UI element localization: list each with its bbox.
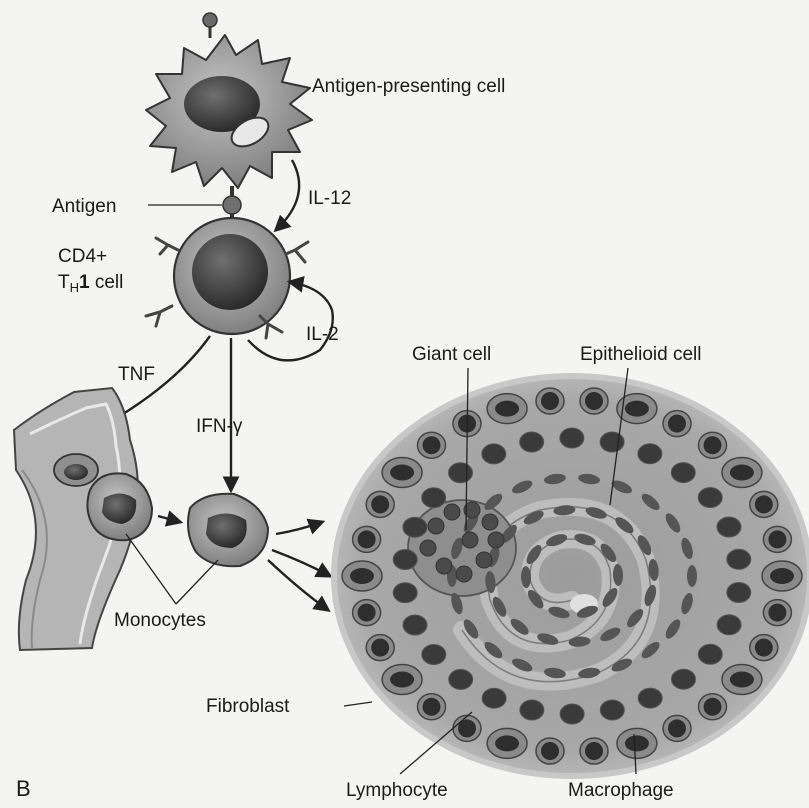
label-cd4-line1: CD4+ xyxy=(58,246,107,267)
giant-cell-nucleus xyxy=(420,540,436,556)
cell-nucleus xyxy=(358,604,376,622)
cell-nucleus xyxy=(668,719,686,737)
lymphocyte-cell xyxy=(698,488,722,508)
lymphocyte-cell xyxy=(393,550,417,570)
cell-nucleus xyxy=(371,495,389,513)
antigen-presenting-cell xyxy=(146,13,312,198)
cell-nucleus xyxy=(704,436,722,454)
cell-nucleus xyxy=(768,604,786,622)
label-antigen: Antigen xyxy=(52,196,116,217)
lymphocyte-cell xyxy=(638,444,662,464)
antigen-dot xyxy=(223,196,241,214)
apc-top-antigen xyxy=(203,13,217,27)
lymphocyte-cell xyxy=(403,517,427,537)
cell-nucleus xyxy=(770,568,794,584)
monocyte-arrow xyxy=(158,516,180,522)
giant-cell-nucleus xyxy=(444,504,460,520)
lymphocyte-cell xyxy=(482,688,506,708)
cell-nucleus xyxy=(390,672,414,688)
cell-nucleus xyxy=(423,698,441,716)
monocyte-1 xyxy=(87,473,152,540)
cell-nucleus xyxy=(541,742,559,760)
cell-nucleus xyxy=(755,495,773,513)
label-monocytes: Monocytes xyxy=(114,610,206,631)
cell-nucleus xyxy=(668,415,686,433)
label-giant-cell: Giant cell xyxy=(412,344,491,365)
cell-nucleus xyxy=(390,465,414,481)
cell-nucleus xyxy=(625,735,649,751)
lymphocyte-cell xyxy=(403,615,427,635)
il12-arrow xyxy=(276,160,299,230)
giant-cell-nucleus xyxy=(488,532,504,548)
cell-nucleus xyxy=(704,698,722,716)
lymphocyte-cell xyxy=(600,432,624,452)
label-lymphocyte: Lymphocyte xyxy=(346,780,448,801)
lymphocyte-cell xyxy=(672,669,696,689)
lymphocyte-cell xyxy=(520,432,544,452)
cell-nucleus xyxy=(585,392,603,410)
monocyte-2 xyxy=(188,494,268,566)
label-il12: IL-12 xyxy=(308,188,351,209)
lymphocyte-cell xyxy=(717,517,741,537)
lymphocyte-cell xyxy=(393,583,417,603)
label-cd4-line2: TH1 cell xyxy=(58,272,123,295)
lymphocyte-cell xyxy=(671,463,695,483)
panel-letter: B xyxy=(16,776,31,801)
lymphocyte-cell xyxy=(638,688,662,708)
label-ifn-gamma: IFN-γ xyxy=(196,416,243,437)
cell-nucleus xyxy=(755,639,773,657)
lymphocyte-cell xyxy=(449,669,473,689)
lymphocyte-cell xyxy=(727,583,751,603)
cd4-th1-cell xyxy=(146,218,308,338)
cell-nucleus xyxy=(541,392,559,410)
label-antigen-presenting-cell: Antigen-presenting cell xyxy=(312,76,505,97)
lymphocyte-cell xyxy=(520,700,544,720)
granuloma xyxy=(334,376,809,776)
cell-nucleus xyxy=(423,436,441,454)
cell-nucleus xyxy=(495,735,519,751)
cell-nucleus xyxy=(585,742,603,760)
cell-nucleus xyxy=(730,672,754,688)
giant-cell-nucleus xyxy=(462,532,478,548)
giant-cell-nucleus xyxy=(482,514,498,530)
lymphocyte-cell xyxy=(698,644,722,664)
lymphocyte-cell xyxy=(422,645,446,665)
cell-nucleus xyxy=(371,639,389,657)
giant-cell-nucleus xyxy=(456,566,472,582)
lymphocyte-cell xyxy=(560,428,584,448)
giant-cell-nucleus xyxy=(428,518,444,534)
cell-nucleus xyxy=(625,401,649,417)
epithelioid-nucleus xyxy=(687,565,697,587)
label-epithelioid-cell: Epithelioid cell xyxy=(580,344,701,365)
label-tnf: TNF xyxy=(118,364,155,385)
cell-nucleus xyxy=(350,568,374,584)
lymphocyte-cell xyxy=(449,463,473,483)
label-macrophage: Macrophage xyxy=(568,780,674,801)
cell-nucleus xyxy=(730,465,754,481)
lymphocyte-cell xyxy=(600,700,624,720)
giant-cell-nucleus xyxy=(436,558,452,574)
label-il2: IL-2 xyxy=(306,324,339,345)
cell-nucleus xyxy=(358,530,376,548)
lymphocyte-cell xyxy=(727,549,751,569)
lymphocyte-cell xyxy=(717,615,741,635)
giant-cell-nucleus xyxy=(476,552,492,568)
lymphocyte-cell xyxy=(422,488,446,508)
cell-nucleus xyxy=(768,530,786,548)
label-fibroblast: Fibroblast xyxy=(206,696,290,717)
cell-nucleus xyxy=(495,401,519,417)
lymphocyte-cell xyxy=(482,444,506,464)
lymphocyte-cell xyxy=(560,704,584,724)
